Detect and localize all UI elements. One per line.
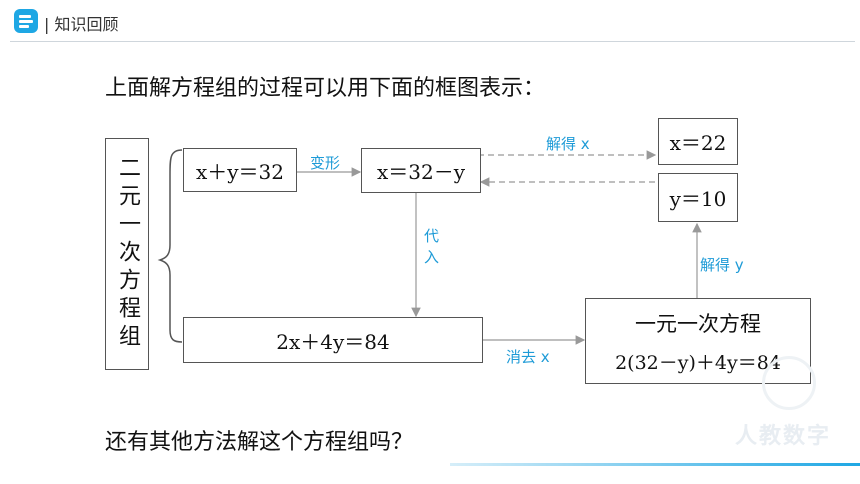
label-solve-y: 解得 y <box>700 256 744 274</box>
label-substitute: 代入 <box>422 228 440 270</box>
system-label-box: 二元一次方程组 <box>105 138 149 370</box>
label-solve-x: 解得 x <box>546 135 590 153</box>
label-transform: 变形 <box>310 154 341 172</box>
x-result-box: x＝22 <box>658 118 738 165</box>
equation-2: 2x＋4y＝84 <box>276 329 390 354</box>
equation-1: x＋y＝32 <box>195 159 285 184</box>
label-eliminate-x: 消去 x <box>506 348 550 366</box>
header-divider <box>10 41 855 42</box>
watermark-logo-icon <box>762 356 816 410</box>
y-result: y＝10 <box>669 187 727 211</box>
equation-transformed-box: x＝32－y <box>361 148 481 193</box>
watermark-text: 人教数字 <box>735 424 832 449</box>
app-logo-icon <box>14 9 38 33</box>
system-brace <box>157 149 183 343</box>
equation-2-box: 2x＋4y＝84 <box>183 317 483 363</box>
equation-1-box: x＋y＝32 <box>183 148 297 192</box>
section-title: | 知识回顾 <box>44 15 119 34</box>
system-label: 二元一次方程组 <box>115 156 140 352</box>
one-variable-equation: 2(32－y)＋4y＝84 <box>615 351 781 374</box>
header-bar: | 知识回顾 <box>0 0 860 42</box>
bottom-accent-bar <box>450 463 860 466</box>
equation-transformed: x＝32－y <box>376 160 466 184</box>
one-variable-equation-box: 一元一次方程 2(32－y)＋4y＝84 <box>585 298 811 384</box>
x-result: x＝22 <box>669 131 727 155</box>
y-result-box: y＝10 <box>658 173 738 222</box>
question-text: 还有其他方法解这个方程组吗？ <box>105 430 414 455</box>
one-variable-title: 一元一次方程 <box>635 311 761 336</box>
intro-text: 上面解方程组的过程可以用下面的框图表示： <box>105 76 546 101</box>
